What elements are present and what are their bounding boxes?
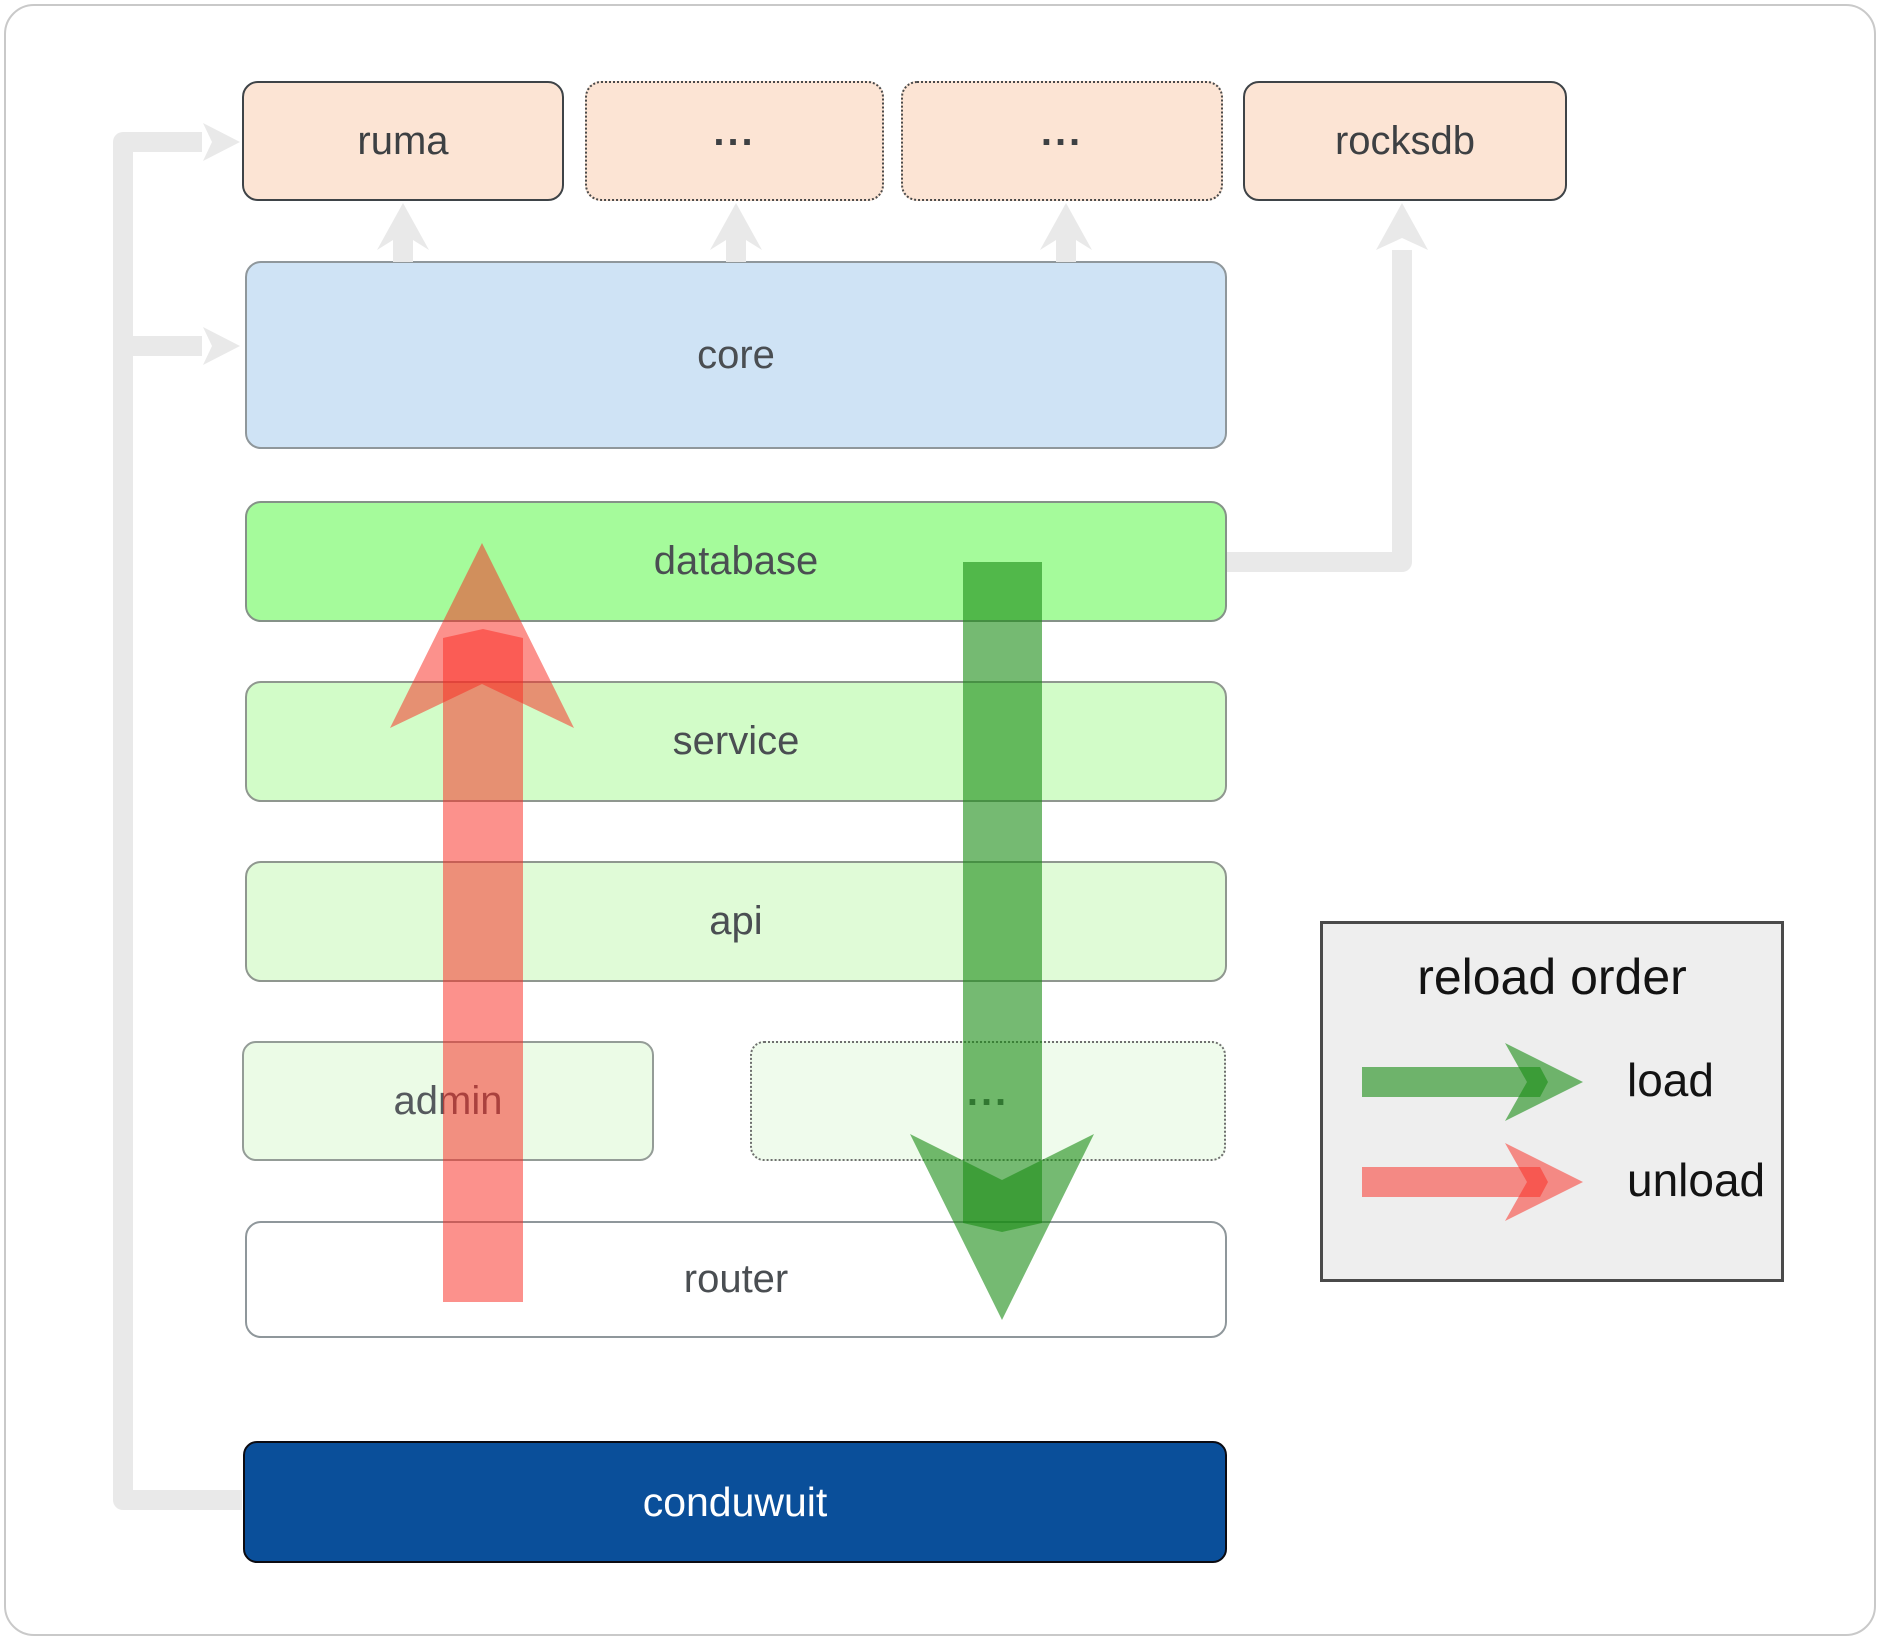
- box-ellipsis-b-label: ...: [1040, 109, 1084, 154]
- box-router-label: router: [683, 1257, 789, 1301]
- box-core-label: core: [697, 332, 775, 377]
- box-ellipsis-a-label: ...: [713, 109, 756, 154]
- legend-title: reload order: [1417, 949, 1687, 1005]
- box-ellipsis-b: ...: [901, 81, 1223, 201]
- box-ellipsis-a: ...: [585, 81, 884, 201]
- box-rocksdb: rocksdb: [1243, 81, 1567, 201]
- box-admin-label: admin: [393, 1078, 503, 1123]
- box-router: router: [245, 1221, 1227, 1338]
- box-ruma: ruma: [242, 81, 564, 201]
- box-service: service: [245, 681, 1227, 802]
- box-admin: admin: [242, 1041, 654, 1161]
- box-ruma-label: ruma: [357, 118, 449, 163]
- box-database-label: database: [653, 539, 819, 583]
- box-conduwuit: conduwuit: [243, 1441, 1227, 1563]
- box-conduwuit-label: conduwuit: [642, 1478, 828, 1525]
- box-database: database: [245, 501, 1227, 622]
- outer-frame: [4, 4, 1876, 1636]
- box-ellipsis-c-label: ...: [966, 1069, 1010, 1114]
- box-core: core: [245, 261, 1227, 449]
- box-api-label: api: [709, 899, 763, 943]
- box-rocksdb-label: rocksdb: [1334, 118, 1476, 163]
- box-api: api: [245, 861, 1227, 982]
- box-service-label: service: [672, 719, 800, 763]
- box-ellipsis-c: ...: [750, 1041, 1226, 1161]
- legend-load-label: load: [1627, 1054, 1714, 1106]
- legend-unload-label: unload: [1627, 1154, 1766, 1206]
